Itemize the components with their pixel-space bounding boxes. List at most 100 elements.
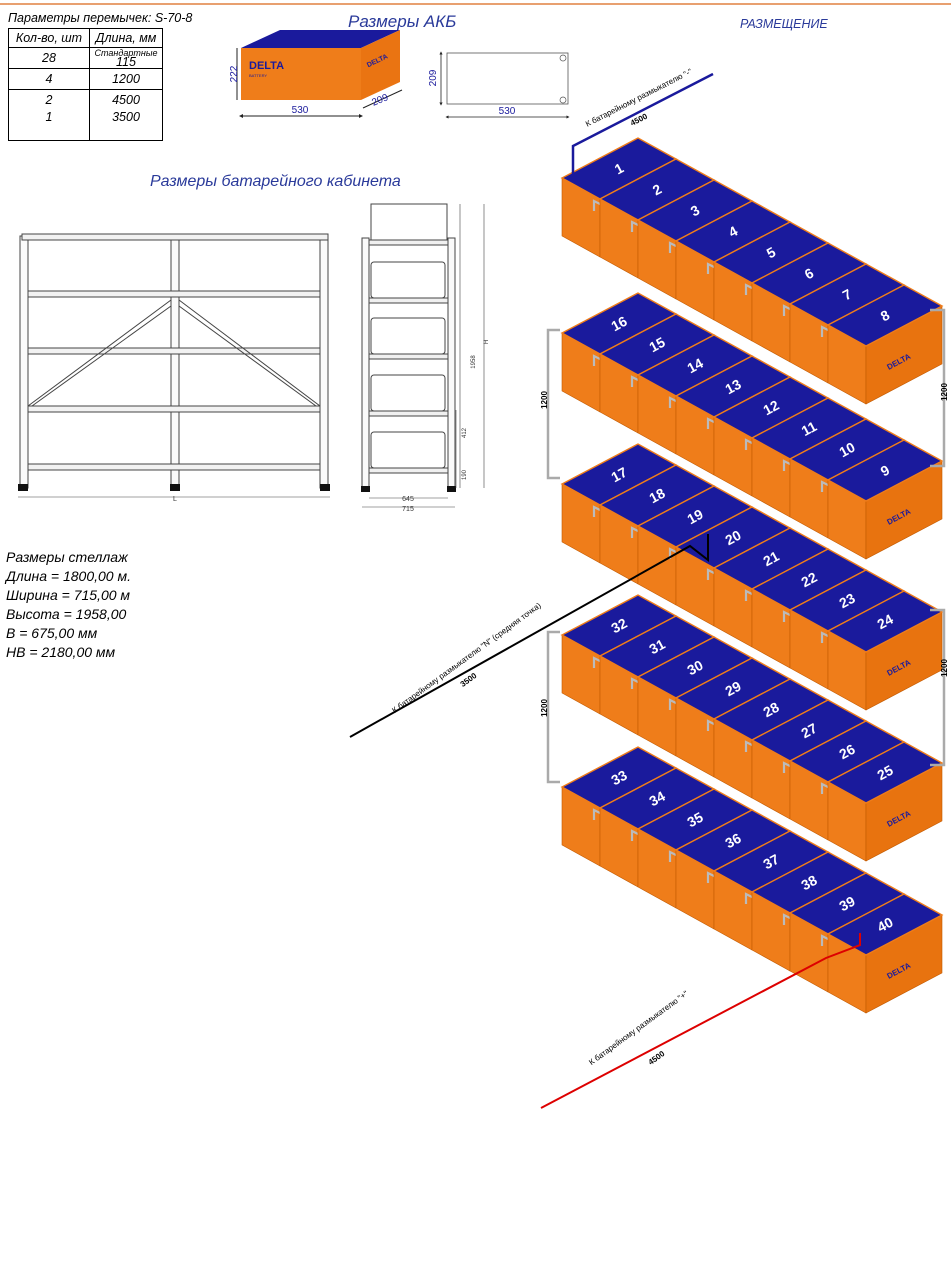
battery-cell: 36	[674, 809, 792, 930]
battery-number: 39	[836, 893, 857, 915]
rack-line: Ширина = 715,00 м	[6, 587, 130, 603]
battery-cell: 6	[750, 242, 868, 363]
akb-top-view: 209 530	[428, 51, 570, 119]
jumper-qty: 1	[8, 110, 90, 141]
jumper-header-length: Длина, мм	[89, 28, 163, 48]
jumper-length-label: 1200	[940, 383, 949, 401]
battery-cell: 3	[636, 179, 754, 300]
plus-wire	[540, 933, 861, 1109]
battery-number: 15	[646, 334, 667, 356]
jumper-length: 115	[116, 55, 136, 69]
battery-number: 18	[646, 485, 667, 507]
jumper-note: Стандартные	[94, 48, 158, 58]
battery-number: 16	[608, 313, 629, 335]
battery-cell: 18	[598, 464, 716, 585]
battery-cell: 17	[560, 443, 678, 564]
battery-number: 33	[608, 767, 629, 789]
battery-number: 32	[608, 615, 629, 637]
battery-number: 30	[684, 657, 705, 679]
battery-number: 36	[722, 830, 743, 852]
akb-width-label: 209	[370, 92, 390, 109]
battery-top-face	[826, 284, 944, 347]
battery-number: 29	[722, 678, 743, 700]
battery-cell: 26	[788, 720, 906, 841]
cabinet-dim-h1: 1958	[471, 355, 477, 369]
battery-number: 10	[836, 439, 857, 461]
battery-number: 26	[836, 741, 857, 763]
rack-line: Размеры стеллаж	[6, 549, 128, 565]
cabinet-title: Размеры батарейного кабинета	[150, 173, 401, 190]
cabinet-dim-w1: 645	[402, 496, 414, 503]
battery-number: 40	[874, 914, 895, 936]
akb-brand-sub: BATTERY	[249, 73, 267, 78]
battery-number: 19	[684, 506, 705, 528]
battery-cell: 10	[788, 418, 906, 539]
jumper-length-label: 1200	[940, 659, 949, 677]
battery-number: 25	[874, 762, 895, 784]
battery-placement-iso: 1234567DELTA816151413121110DELTA91718192…	[560, 137, 944, 1014]
battery-cell: 22	[750, 548, 868, 669]
jumper-table: Кол-во, шт Длина, мм 28 Стандартные 115 …	[8, 28, 163, 141]
battery-number: 17	[608, 464, 629, 486]
battery-number: 24	[874, 611, 895, 633]
row-jumpers	[546, 308, 946, 784]
cabinet-dim-H: H	[484, 340, 490, 344]
cabinet-dim-L: L	[173, 496, 177, 503]
minus-wire	[571, 72, 714, 178]
battery-number: 22	[798, 569, 819, 591]
minus-wire-length: 4500	[629, 111, 649, 127]
battery-number: 37	[760, 851, 781, 873]
jumper-params-title: Параметры перемычек: S-70-8	[8, 11, 193, 25]
battery-number: 34	[646, 788, 667, 810]
top-view-width-label: 209	[428, 69, 439, 86]
battery-number: 14	[684, 355, 705, 377]
jumper-length-label: 1200	[540, 699, 549, 717]
battery-cell: 15	[598, 313, 716, 434]
battery-number: 35	[684, 809, 705, 831]
battery-cell: 12	[712, 376, 830, 497]
jumper-length: 4500	[89, 89, 163, 110]
cabinet-dim-h2: 412	[462, 427, 468, 438]
rack-line: Высота = 1958,00	[6, 606, 127, 622]
battery-cell: 28	[712, 678, 830, 799]
battery-cell: 4	[674, 200, 792, 321]
akb-title: Размеры АКБ	[348, 12, 457, 31]
battery-cell: 14	[636, 334, 754, 455]
battery-number: 27	[798, 720, 819, 742]
battery-cell: 27	[750, 699, 868, 820]
battery-cell: 38	[750, 851, 868, 972]
plus-wire-label: К батарейному размыкателю "+"	[587, 989, 690, 1067]
battery-number: 31	[646, 636, 667, 658]
battery-cell: 33	[560, 746, 678, 867]
rack-dimensions: Размеры стеллаж Длина = 1800,00 м. Ширин…	[6, 548, 131, 662]
akb-length-label: 530	[292, 105, 309, 116]
akb-brand-logo: DELTA	[249, 60, 284, 72]
top-border-line	[0, 3, 951, 5]
battery-number: 13	[722, 376, 743, 398]
battery-cell: 5	[712, 221, 830, 342]
top-view-length-label: 530	[499, 106, 516, 117]
battery-cell: 7	[788, 263, 906, 384]
cabinet-dim-h3: 190	[462, 469, 468, 480]
jumper-qty: 28	[8, 47, 90, 69]
battery-number: 28	[760, 699, 781, 721]
jumper-row2-row3-left	[546, 328, 560, 480]
jumper-length-label: 1200	[540, 391, 549, 409]
battery-cell: 2	[598, 158, 716, 279]
jumper-row1-row2-right	[930, 308, 946, 468]
battery-cell: 23	[788, 569, 906, 690]
battery-number: 20	[722, 527, 743, 549]
jumper-length: 3500	[89, 110, 163, 141]
jumper-row4-row5-left	[546, 630, 560, 784]
placement-title: РАЗМЕЩЕНИЕ	[740, 17, 828, 31]
